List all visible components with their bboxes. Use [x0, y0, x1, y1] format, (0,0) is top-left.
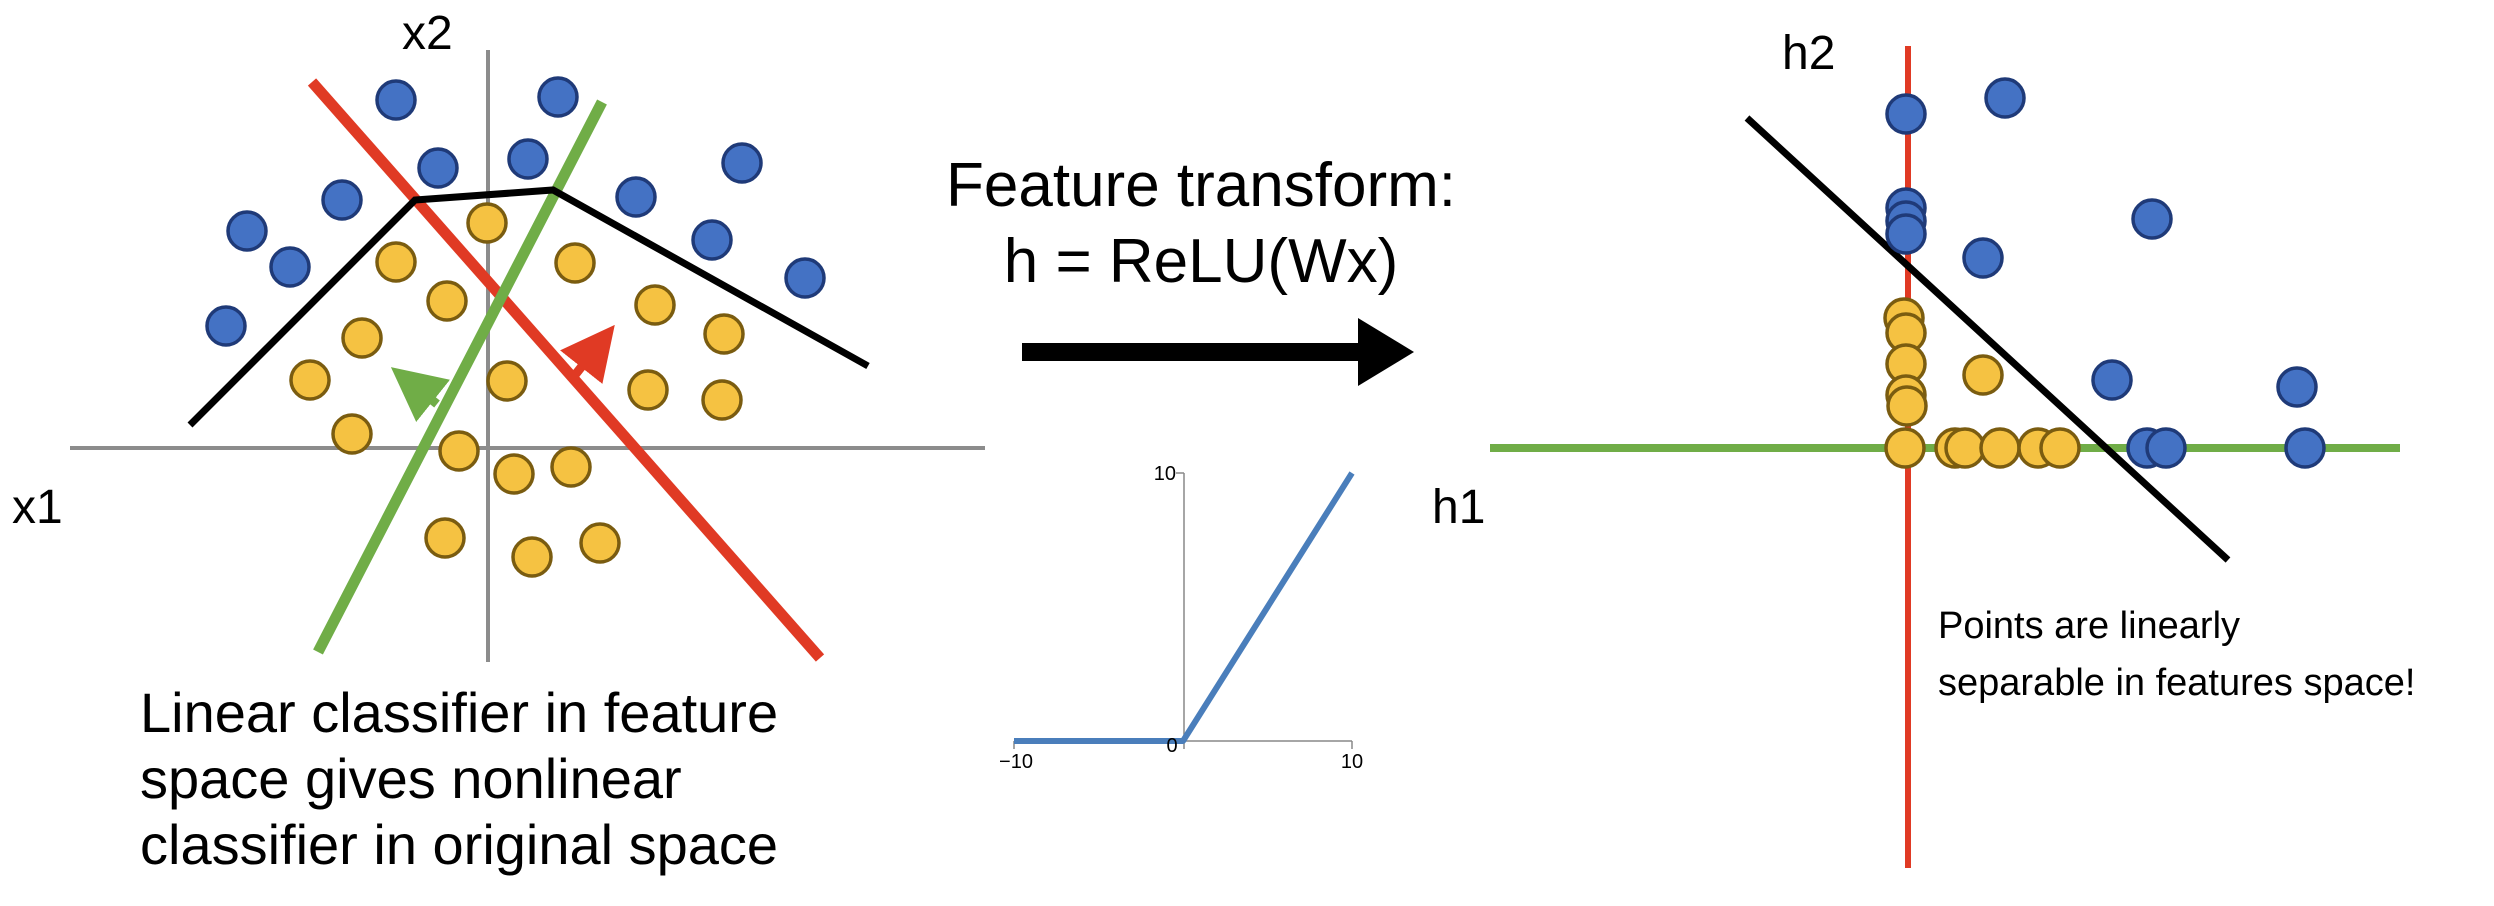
yellow-point-3: [426, 280, 468, 322]
yellow-point-0: [466, 202, 508, 244]
blue-point-10: [784, 257, 826, 299]
relu-curve: [1014, 471, 1355, 744]
yellow-point-11: [2039, 427, 2081, 469]
yellow-point-5: [703, 313, 745, 355]
blue-point-11: [205, 305, 247, 347]
yellow-point-7: [289, 359, 331, 401]
blue-point-0: [375, 79, 417, 121]
relu-x-tick-label-min: −10: [999, 751, 1033, 773]
blue-point-7: [226, 210, 268, 252]
blue-point-7: [2091, 359, 2133, 401]
transform-title-line-2: h = ReLU(Wx): [1003, 226, 1399, 296]
blue-point-3: [507, 138, 549, 180]
caption-line-3: classifier in original space: [140, 813, 779, 877]
red-normal-arrow: [560, 324, 615, 384]
yellow-point-14: [493, 453, 535, 495]
yellow-point-6: [341, 317, 383, 359]
yellow-point-8: [486, 360, 528, 402]
original-points: [205, 76, 826, 578]
x1-axis-label: x1: [12, 481, 63, 534]
yellow-point-17: [511, 536, 553, 578]
blue-point-1: [1885, 93, 1927, 135]
transform-title-line-1: Feature transform:: [946, 151, 1456, 220]
relu-x-tick-label-zero: 0: [1166, 735, 1177, 757]
note-line-1: Points are linearly: [1938, 605, 2241, 647]
caption-line-2: space gives nonlinear: [140, 747, 682, 811]
relu-x-tick-label-max: 10: [1341, 751, 1363, 773]
relu-y-tick-label-max: 10: [1154, 463, 1176, 485]
blue-point-6: [2131, 198, 2173, 240]
yellow-point-9: [627, 369, 669, 411]
transform-arrow-shaft: [1022, 343, 1364, 361]
separability-note: Points are linearly separable in feature…: [1938, 598, 2415, 712]
transform-arrow: [1022, 318, 1414, 386]
yellow-point-4: [1886, 385, 1928, 427]
blue-point-4: [321, 179, 363, 221]
blue-point-2: [417, 147, 459, 189]
x2-axis-label: x2: [402, 7, 453, 60]
yellow-point-2: [554, 242, 596, 284]
blue-point-10: [2145, 427, 2187, 469]
green-normal-arrow: [390, 367, 450, 422]
feature-points: [1883, 77, 2326, 469]
blue-point-6: [721, 142, 763, 184]
yellow-point-16: [579, 522, 621, 564]
transform-arrow-head: [1358, 318, 1414, 386]
h1-axis-label: h1: [1432, 481, 1486, 534]
yellow-point-8: [1944, 427, 1986, 469]
blue-point-5: [1962, 237, 2004, 279]
feature-space-panel: [1490, 46, 2400, 868]
green-linear-boundary: [313, 99, 607, 655]
yellow-point-5: [1962, 354, 2004, 396]
yellow-point-11: [331, 413, 373, 455]
transform-title: Feature transform: h = ReLU(Wx): [916, 148, 1486, 299]
blue-point-4: [1885, 213, 1927, 255]
blue-point-9: [691, 219, 733, 261]
yellow-point-12: [438, 430, 480, 472]
caption-line-1: Linear classifier in feature: [140, 681, 779, 744]
yellow-point-15: [424, 517, 466, 559]
original-space-panel: [70, 50, 985, 662]
yellow-point-4: [634, 284, 676, 326]
blue-point-8: [2276, 366, 2318, 408]
yellow-point-10: [701, 379, 743, 421]
note-line-2: separable in features space!: [1938, 662, 2416, 704]
yellow-point-13: [550, 446, 592, 488]
yellow-point-9: [1979, 427, 2021, 469]
yellow-point-1: [375, 241, 417, 283]
blue-point-8: [269, 246, 311, 288]
yellow-point-6: [1884, 427, 1926, 469]
relu-plot: −10 0 10 10: [999, 463, 1363, 773]
linear-decision-boundary: [1744, 115, 2231, 563]
blue-point-5: [615, 176, 657, 218]
original-space-caption: Linear classifier in feature space gives…: [140, 680, 778, 878]
blue-point-1: [537, 76, 579, 118]
h2-axis-label: h2: [1782, 27, 1836, 80]
blue-point-0: [1984, 77, 2026, 119]
nonlinear-decision-boundary: [187, 186, 870, 428]
blue-point-11: [2284, 427, 2326, 469]
